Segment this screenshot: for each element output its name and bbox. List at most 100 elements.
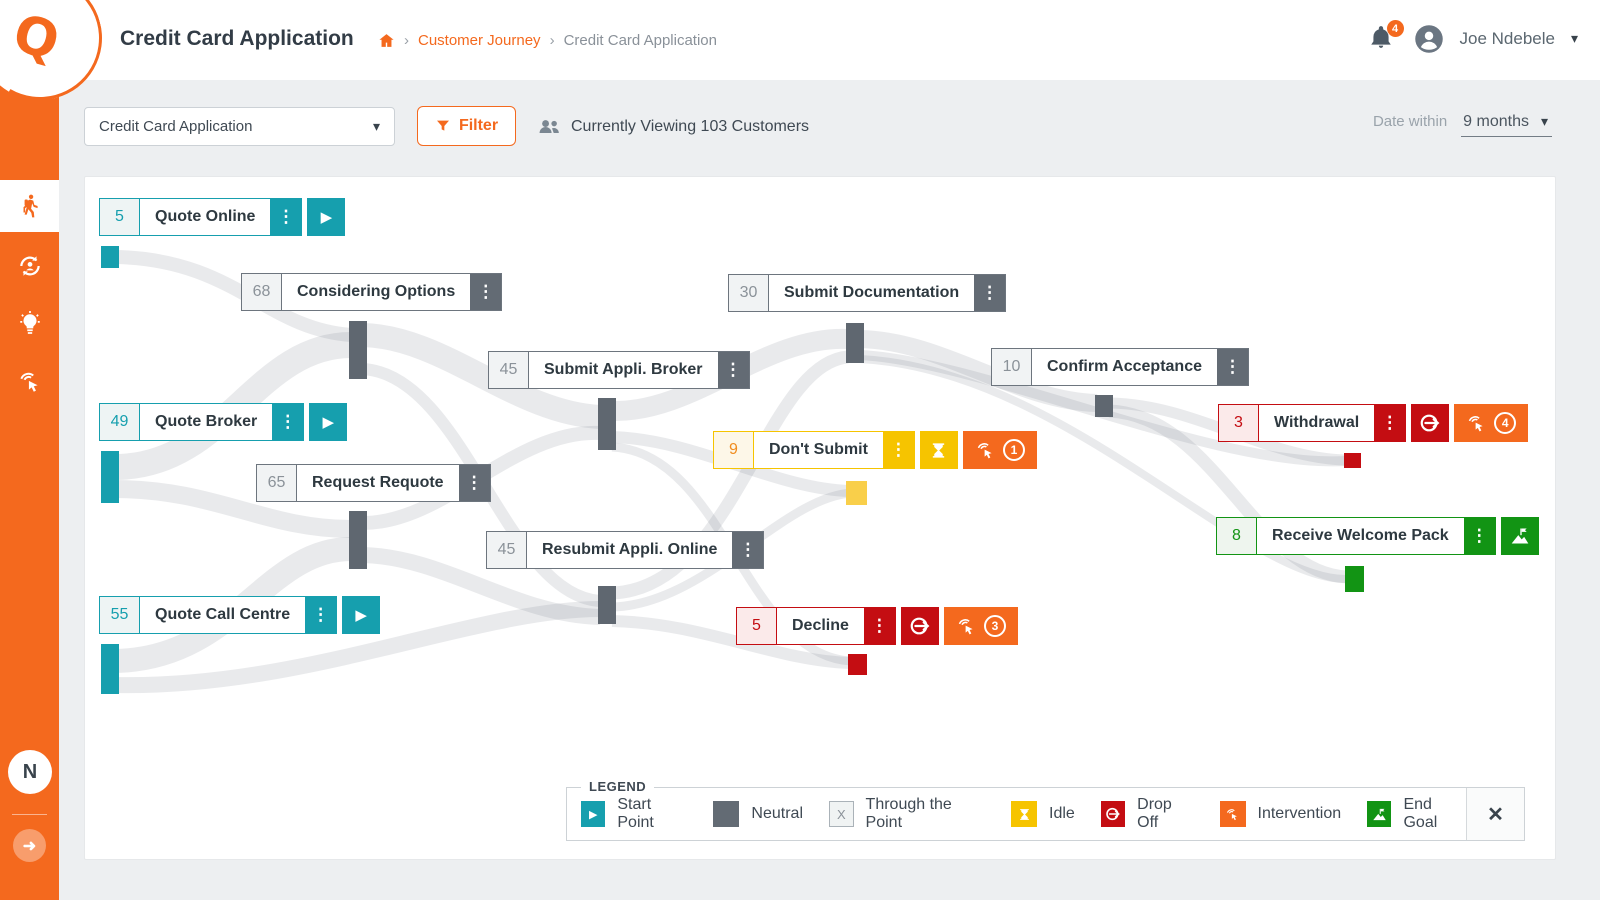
node-count: 30: [729, 275, 769, 311]
kebab-menu-icon[interactable]: [717, 352, 749, 388]
insights-icon: [19, 311, 40, 334]
breadcrumb-current: Credit Card Application: [563, 32, 717, 49]
end-goal-icon: [1367, 801, 1392, 827]
filter-button[interactable]: Filter: [417, 106, 516, 146]
legend-label: Idle: [1049, 805, 1075, 822]
idle-indicator[interactable]: [919, 431, 958, 469]
legend-item-through-the-point: X Through the Point: [829, 796, 985, 832]
date-filter: Date within 9 months: [1373, 113, 1552, 137]
node-anchor: [1095, 395, 1113, 417]
intervention-icon: [1468, 415, 1483, 431]
drop-off-icon: [910, 617, 930, 635]
node-label: Submit Documentation: [784, 284, 960, 301]
sidebar-item-interventions[interactable]: [0, 356, 59, 408]
kebab-menu-icon[interactable]: [1217, 349, 1248, 385]
kebab-menu-icon[interactable]: [882, 432, 914, 468]
node-count: 8: [1217, 518, 1257, 554]
journey-node-submit-documentation[interactable]: 30 Submit Documentation: [728, 274, 1007, 312]
node-label: Quote Call Centre: [155, 606, 291, 623]
drop-off-icon: [1420, 414, 1440, 432]
sidebar-item-customer-lifecycle[interactable]: [0, 240, 59, 292]
node-anchor: [848, 654, 867, 675]
node-anchor: [101, 451, 119, 503]
node-label: Don't Submit: [769, 441, 868, 458]
sidebar: N: [0, 0, 59, 900]
end-goal-icon: [1511, 528, 1529, 544]
node-count: 5: [737, 608, 777, 644]
legend-label: End Goal: [1403, 796, 1438, 831]
kebab-menu-icon[interactable]: [458, 465, 490, 501]
home-icon[interactable]: [378, 32, 395, 49]
legend-close-button[interactable]: [1466, 788, 1524, 840]
funnel-icon: [436, 120, 449, 131]
node-label: Withdrawal: [1274, 414, 1360, 431]
kebab-menu-icon[interactable]: [863, 608, 895, 644]
intervention-icon: [977, 442, 992, 458]
node-count: 3: [1219, 405, 1259, 441]
intervention-icon: [1219, 801, 1246, 827]
partner-logo[interactable]: N: [8, 750, 52, 794]
journey-node-withdrawal[interactable]: 3 Withdrawal 4: [1218, 404, 1529, 442]
avatar[interactable]: [1414, 24, 1444, 54]
filter-label: Filter: [458, 117, 499, 134]
legend: LEGEND Start Point Neutral X Through the…: [566, 779, 1525, 841]
legend-title: LEGEND: [581, 779, 655, 794]
breadcrumb-link[interactable]: Customer Journey: [418, 32, 541, 49]
user-name[interactable]: Joe Ndebele: [1459, 29, 1555, 48]
intervention-chip[interactable]: 3: [943, 607, 1018, 645]
sidebar-expand-button[interactable]: [13, 829, 46, 862]
drop-off-indicator[interactable]: [900, 607, 939, 645]
kebab-menu-icon[interactable]: [305, 597, 337, 633]
journey-select[interactable]: Credit Card Application: [84, 107, 395, 146]
kebab-menu-icon[interactable]: [272, 404, 304, 440]
node-count: 10: [992, 349, 1032, 385]
intervention-chip[interactable]: 4: [1454, 404, 1529, 442]
node-label: Considering Options: [297, 283, 456, 300]
date-within-select[interactable]: 9 months: [1461, 113, 1552, 137]
journey-node-receive-welcome-pack[interactable]: 8 Receive Welcome Pack: [1216, 517, 1539, 555]
node-anchor: [598, 398, 616, 450]
bell-icon: [1370, 26, 1391, 48]
kebab-menu-icon[interactable]: [974, 275, 1006, 311]
kebab-menu-icon[interactable]: [1374, 405, 1406, 441]
play-button[interactable]: [342, 596, 381, 634]
kebab-menu-icon[interactable]: [470, 274, 502, 310]
date-caret-icon: [1541, 113, 1548, 131]
user-menu-caret-icon[interactable]: [1571, 30, 1578, 48]
kebab-menu-icon[interactable]: [270, 199, 302, 235]
sidebar-item-insights[interactable]: [0, 298, 59, 350]
play-button[interactable]: [307, 198, 346, 236]
node-anchor: [101, 246, 119, 268]
intervention-icon: [958, 618, 973, 634]
viewing-text: Currently Viewing 103 Customers: [571, 118, 810, 135]
legend-item-end-goal: End Goal: [1367, 796, 1466, 832]
end-goal-indicator[interactable]: [1500, 517, 1539, 555]
notifications-button[interactable]: 4: [1368, 20, 1404, 54]
through-the-point-icon: X: [829, 801, 854, 827]
node-label: Quote Broker: [155, 413, 258, 430]
play-button[interactable]: [309, 403, 348, 441]
node-anchor: [349, 321, 367, 379]
drop-off-indicator[interactable]: [1411, 404, 1450, 442]
intervention-chip[interactable]: 1: [962, 431, 1037, 469]
kebab-menu-icon[interactable]: [1463, 518, 1495, 554]
legend-label: Drop Off: [1137, 796, 1172, 831]
node-count: 45: [487, 532, 527, 568]
node-label: Receive Welcome Pack: [1272, 527, 1449, 544]
legend-label: Through the Point: [865, 796, 952, 831]
intervention-count-badge: 3: [983, 615, 1006, 637]
kebab-menu-icon[interactable]: [732, 532, 764, 568]
sidebar-item-journey[interactable]: [0, 180, 59, 232]
